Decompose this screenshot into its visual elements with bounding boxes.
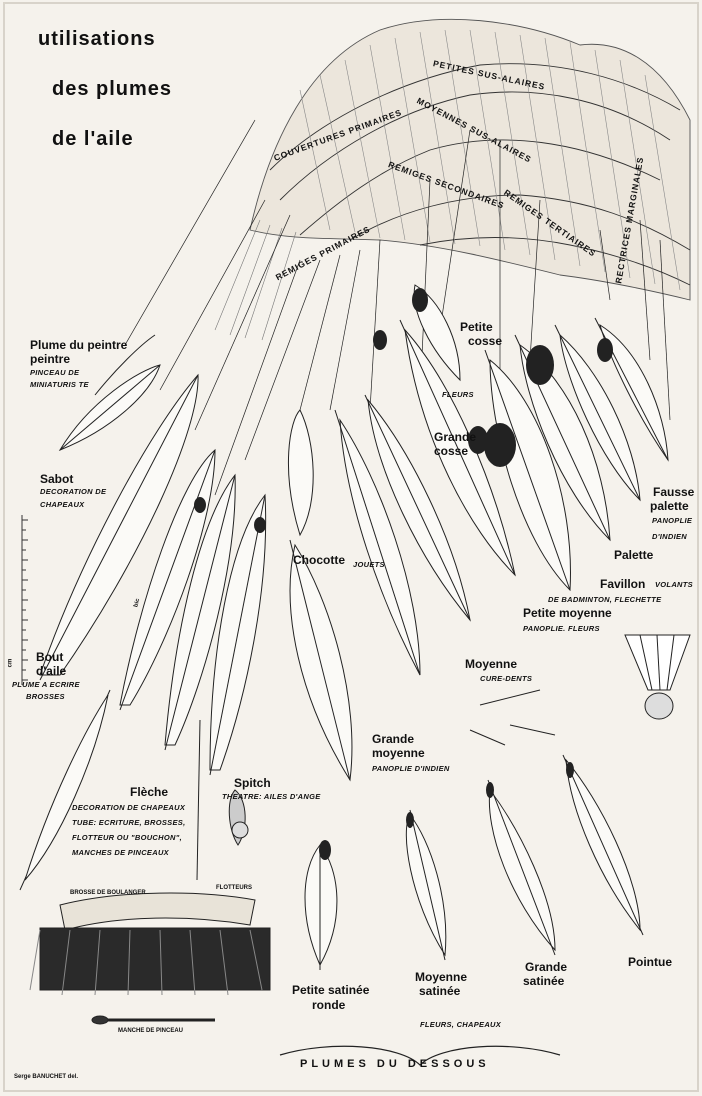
label-brosse: BROSSE DE BOULANGER xyxy=(70,890,146,896)
label-fleche: Flèche xyxy=(130,785,168,799)
use-grande-moyenne: PANOPLIE D'INDIEN xyxy=(372,764,450,774)
label-petite-moyenne: Petite moyenne xyxy=(523,606,612,620)
label-fleurs-chapeaux: FLEURS, CHAPEAUX xyxy=(420,1020,501,1030)
label-petite-satinee-ronde-line2: ronde xyxy=(312,998,345,1012)
label-manche: MANCHE DE PINCEAU xyxy=(118,1028,183,1034)
use-bout-daile-2: BROSSES xyxy=(26,692,65,702)
use-favillon: VOLANTS xyxy=(655,580,693,590)
use-favillon-2: DE BADMINTON, FLECHETTE xyxy=(548,595,661,605)
paintbrush-handle-drawing xyxy=(92,1016,215,1024)
artist-credit: Serge BANUCHET del. xyxy=(14,1074,78,1080)
label-grande-satinee: Grande xyxy=(525,960,567,974)
label-bout-line2: d'aile xyxy=(36,664,66,678)
use-fleche-2: TUBE: ECRITURE, BROSSES, xyxy=(72,818,185,828)
use-petite-cosse: FLEURS xyxy=(442,390,474,400)
label-plumes-du-dessous: PLUMES DU DESSOUS xyxy=(300,1058,490,1070)
label-fausse-palette: Fausse xyxy=(653,485,694,499)
label-petite-satinee-ronde: Petite satinée xyxy=(292,983,369,997)
label-grande-moyenne-line2: moyenne xyxy=(372,746,425,760)
use-sabot-2: CHAPEAUX xyxy=(40,500,85,510)
use-sabot: DECORATION DE xyxy=(40,487,106,497)
use-bout-daile: PLUME A ECRIRE xyxy=(12,680,80,690)
label-palette: Palette xyxy=(614,548,653,562)
use-fausse-palette: PANOPLIE xyxy=(652,516,692,526)
label-scale-unit: cm xyxy=(7,659,13,668)
label-chocotte: Chocotte xyxy=(293,553,345,567)
shuttlecock-drawing xyxy=(625,635,690,719)
label-bout: Bout xyxy=(36,650,63,664)
title-line-2: des plumes xyxy=(52,78,172,101)
label-pointue: Pointue xyxy=(628,955,672,969)
use-fleche-3: FLOTTEUR OU "BOUCHON", xyxy=(72,833,182,843)
title-line-3: de l'aile xyxy=(52,128,134,151)
brush-drawing xyxy=(30,893,270,995)
use-chocotte: JOUETS xyxy=(353,560,385,570)
label-fausse-palette-line2: palette xyxy=(650,499,689,513)
label-grande-moyenne: Grande xyxy=(372,732,414,746)
title-line-1: utilisations xyxy=(38,28,156,51)
use-fausse-palette-2: D'INDIEN xyxy=(652,532,687,542)
label-grande-cosse: Grande xyxy=(434,430,476,444)
label-moyenne-satinee-line2: satinée xyxy=(419,984,460,998)
label-moyenne: Moyenne xyxy=(465,657,517,671)
scale-bar xyxy=(22,515,28,685)
use-plume-du-peintre: PINCEAU DE xyxy=(30,368,79,378)
use-fleche-4: MANCHES DE PINCEAUX xyxy=(72,848,169,858)
label-flotteurs: FLOTTEURS xyxy=(216,885,252,891)
label-favillon: Favillon xyxy=(600,577,645,591)
use-moyenne: CURE-DENTS xyxy=(480,674,532,684)
use-spitch: THEATRE: AILES D'ANGE xyxy=(222,792,321,802)
label-plume-du-peintre: Plume du peintre xyxy=(30,338,127,352)
label-spitch: Spitch xyxy=(234,776,271,790)
label-moyenne-satinee: Moyenne xyxy=(415,970,467,984)
label-sabot: Sabot xyxy=(40,472,73,486)
label-grande-satinee-line2: satinée xyxy=(523,974,564,988)
use-plume-du-peintre-2: MINIATURIS TE xyxy=(30,380,89,390)
label-peintre-line2: peintre xyxy=(30,352,70,366)
use-petite-moyenne: PANOPLIE. FLEURS xyxy=(523,624,600,634)
label-petite-cosse: Petite xyxy=(460,320,493,334)
label-petite-cosse-line2: cosse xyxy=(468,334,502,348)
label-grande-cosse-line2: cosse xyxy=(434,444,468,458)
use-fleche-1: DECORATION DE CHAPEAUX xyxy=(72,803,185,813)
